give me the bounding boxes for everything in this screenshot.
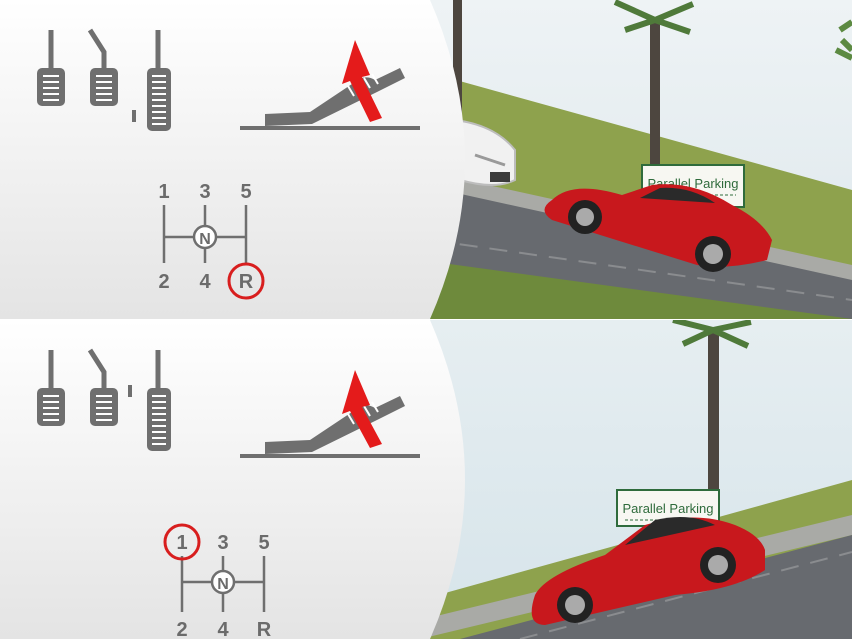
gas-pedal-icon xyxy=(147,350,171,451)
handbrake-icon xyxy=(240,68,420,130)
up-arrow-icon xyxy=(342,40,382,122)
street-scene: Parallel Parking xyxy=(420,0,852,319)
selected-gear-highlight xyxy=(163,523,201,561)
red-car xyxy=(531,516,765,625)
brake-pedal-icon xyxy=(87,348,132,426)
selected-gear-highlight xyxy=(227,262,265,300)
gear-label: 5 xyxy=(240,181,251,203)
gear-label: 4 xyxy=(199,271,211,293)
gear-label: 1 xyxy=(158,181,169,203)
neutral-label: N xyxy=(199,231,211,248)
red-car xyxy=(544,184,772,272)
scene-bottom: Parallel Parking xyxy=(0,320,852,639)
clutch-pedal-icon xyxy=(37,350,65,426)
gear-label: 1 xyxy=(176,532,187,554)
gear-label: 3 xyxy=(199,181,210,203)
gear-label: R xyxy=(239,271,254,293)
neutral-label: N xyxy=(217,576,229,593)
palm-tree xyxy=(453,0,462,150)
handbrake-icon xyxy=(240,396,420,458)
gear-shift-pattern-icon: N 1 3 5 2 4 R xyxy=(163,523,272,639)
street-scene: Parallel Parking xyxy=(420,320,852,639)
scene-top: Parallel Parking xyxy=(0,0,852,319)
illustration-panel-bottom: Parallel Parking xyxy=(0,320,852,639)
gear-label: 3 xyxy=(217,532,228,554)
sign-text: Parallel Parking xyxy=(622,501,713,516)
gear-label: R xyxy=(257,619,272,639)
palm-tree xyxy=(672,320,752,520)
gear-shift-pattern-icon: N 1 3 5 2 4 R xyxy=(158,181,265,300)
gear-label: 4 xyxy=(217,619,229,639)
gear-label: 5 xyxy=(258,532,269,554)
white-car xyxy=(453,118,516,186)
up-arrow-icon xyxy=(342,370,382,448)
gear-label: 2 xyxy=(158,271,169,293)
gas-pedal-icon xyxy=(147,30,171,131)
brake-pedal-icon xyxy=(87,28,136,122)
gear-label: 2 xyxy=(176,619,187,639)
palm-tree xyxy=(613,0,695,180)
illustration-panel-top: Parallel Parking xyxy=(0,0,852,319)
clutch-pedal-icon xyxy=(37,30,65,106)
